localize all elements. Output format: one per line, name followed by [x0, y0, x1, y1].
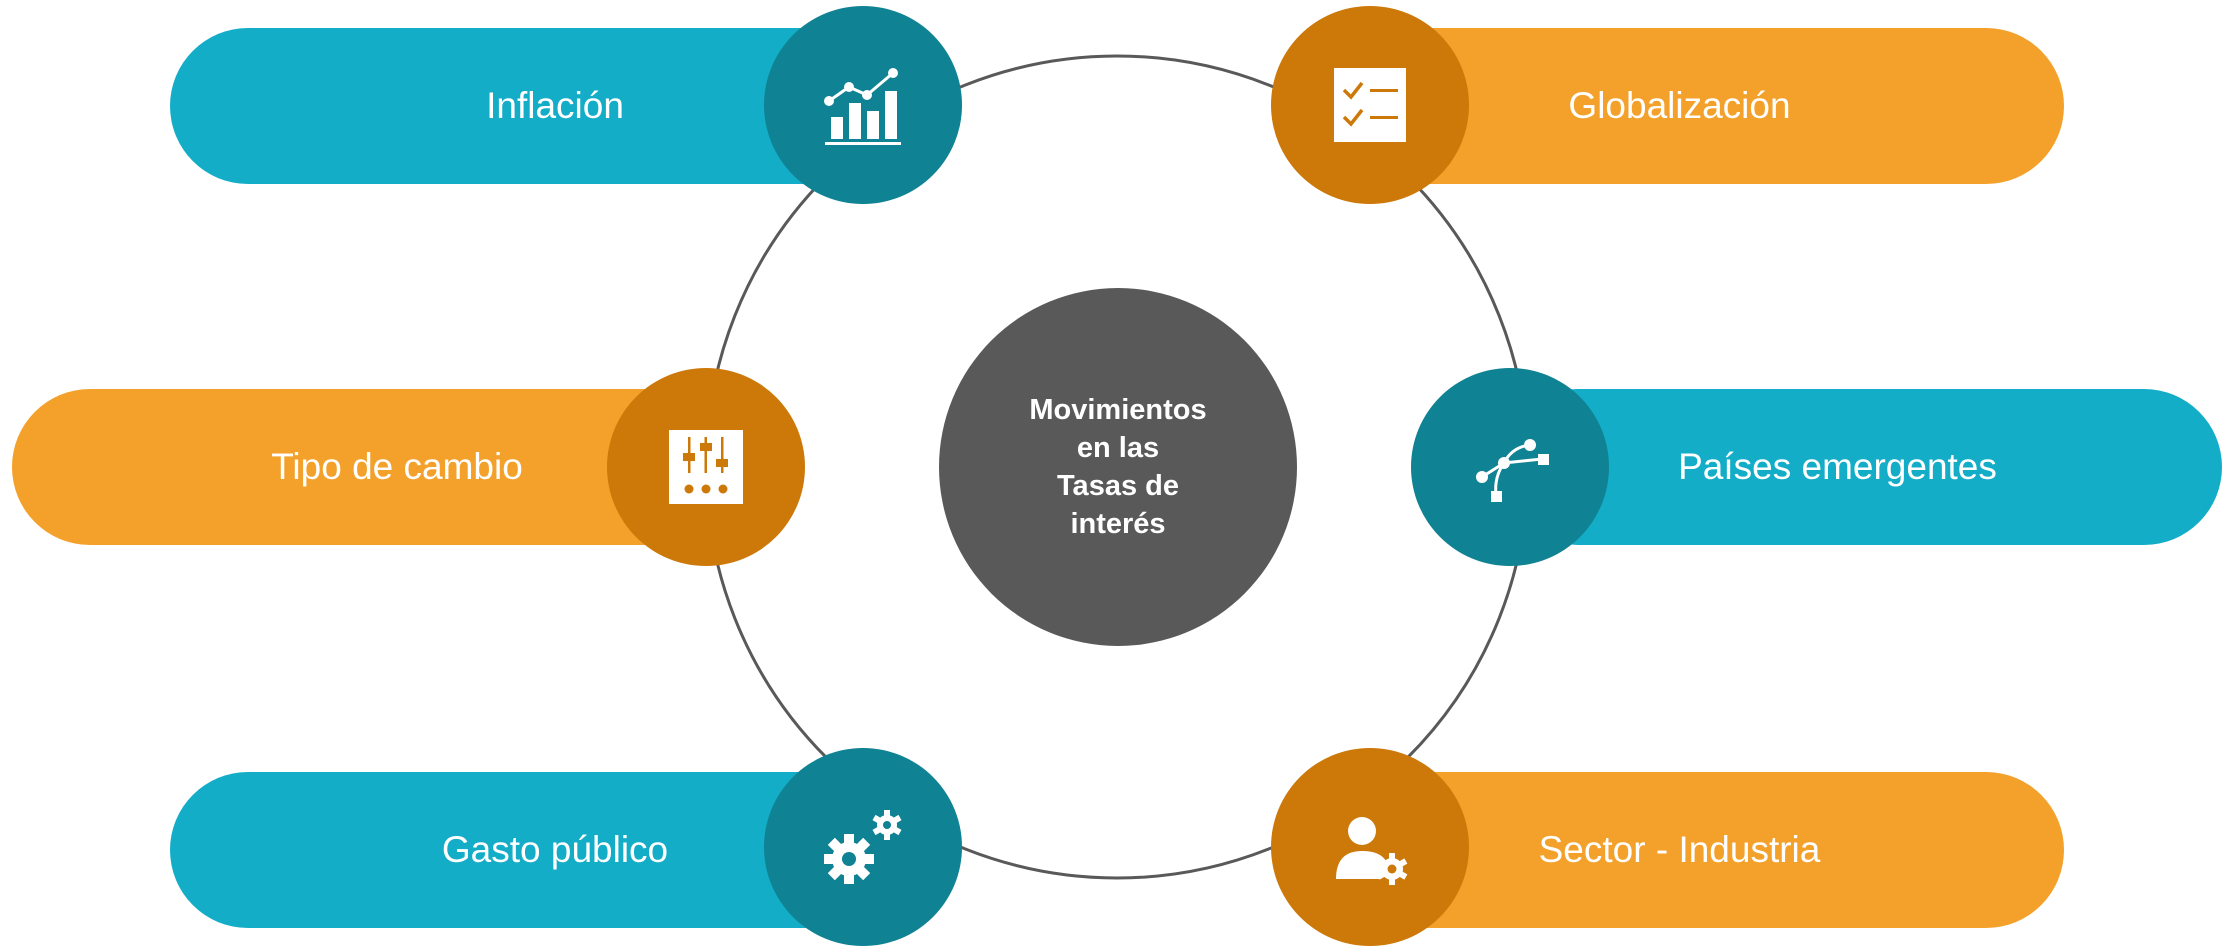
node-gasto-publico — [764, 748, 962, 946]
sliders-icon — [669, 430, 743, 504]
node-sector-industria — [1271, 748, 1469, 946]
label-inflacion: Inflación — [486, 85, 624, 126]
user-gear-icon — [1336, 817, 1408, 885]
label-tipo-de-cambio: Tipo de cambio — [271, 446, 523, 487]
pill-gasto-publico: Gasto público — [170, 772, 890, 928]
bar-chart-trend-icon — [824, 68, 901, 145]
node-tipo-de-cambio — [607, 368, 805, 566]
node-globalizacion — [1271, 6, 1469, 204]
center-title: Movimientos en las Tasas de interés — [1029, 394, 1207, 540]
label-sector-industria: Sector - Industria — [1538, 829, 1821, 870]
label-gasto-publico: Gasto público — [441, 829, 669, 870]
pill-paises-emergentes: Países emergentes — [1500, 389, 2222, 545]
label-paises-emergentes: Países emergentes — [1678, 446, 1997, 487]
checklist-icon — [1334, 68, 1406, 142]
center-hub: Movimientos en las Tasas de interés — [939, 288, 1297, 646]
vector-path-icon — [1476, 439, 1549, 502]
node-inflacion — [764, 6, 962, 204]
label-globalizacion: Globalización — [1568, 85, 1791, 126]
node-paises-emergentes — [1411, 368, 1609, 566]
gears-icon — [824, 810, 902, 884]
